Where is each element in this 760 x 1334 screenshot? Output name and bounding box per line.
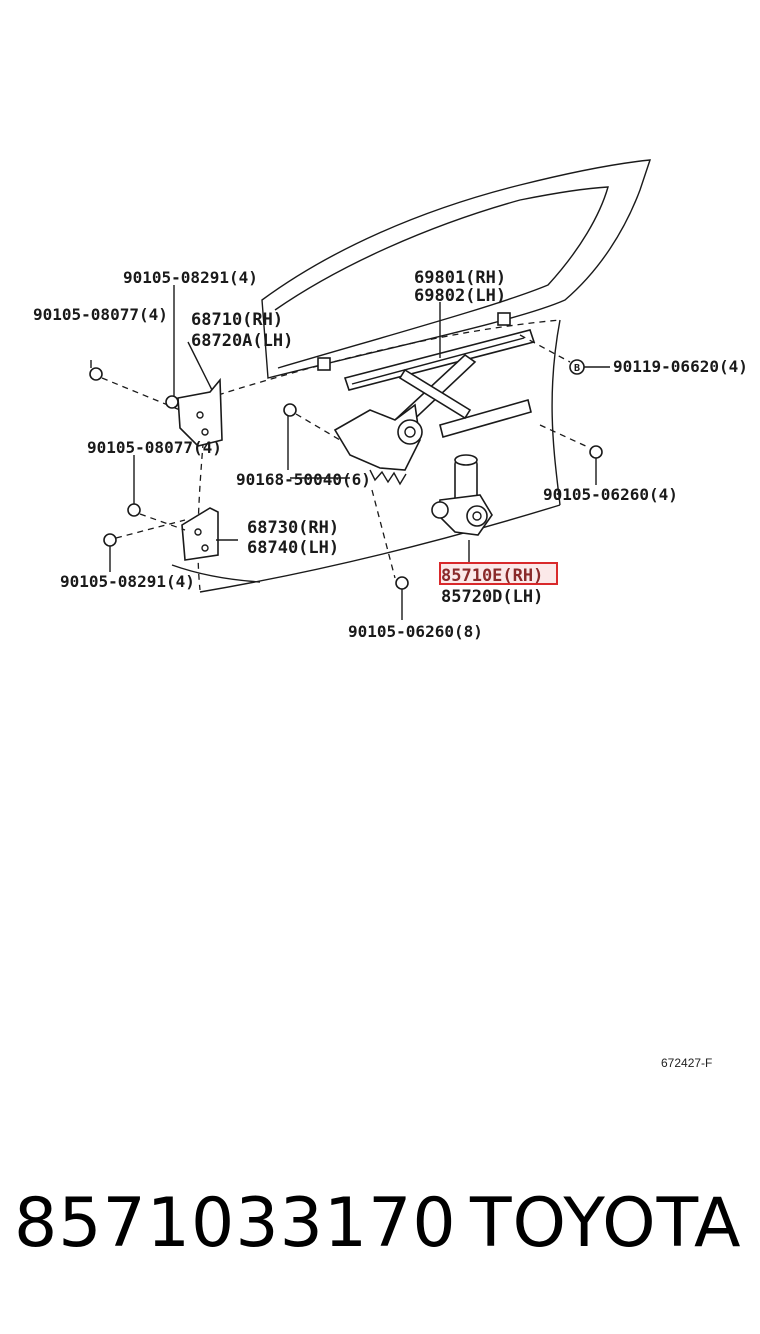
bolt-90105-06260-right <box>539 424 603 485</box>
label-90168-50040: 90168-50040(6) <box>236 470 371 489</box>
bolt-90105-08077-mid <box>127 455 186 531</box>
label-68740: 68740(LH) <box>247 538 339 558</box>
footer-part-number: 8571033170 <box>14 1184 457 1263</box>
callout-b-letter: B <box>574 363 580 374</box>
bolt-90105-06260-bottom <box>371 489 409 620</box>
glass-clips <box>317 312 511 371</box>
parts-diagram: B 90105-08291(4) 90105-08077(4) 68710(RH… <box>33 159 748 641</box>
bolt-90105-08291-top <box>165 285 179 409</box>
bolt-90168-50040 <box>283 403 341 470</box>
label-68710: 68710(RH) <box>191 310 283 330</box>
label-85720d: 85720D(LH) <box>441 587 543 607</box>
label-90105-08077-mid: 90105-08077(4) <box>87 438 222 457</box>
lower-hinge <box>181 507 219 561</box>
drawing-reference: 672427-F <box>661 1056 713 1070</box>
label-69801: 69801(RH) <box>414 268 506 288</box>
door-frame <box>171 319 561 593</box>
selected-part-highlight <box>439 562 558 585</box>
label-90119-06620: 90119-06620(4) <box>613 357 748 376</box>
footer-brand: TOYOTA <box>470 1184 742 1263</box>
label-90105-08291-top: 90105-08291(4) <box>123 268 258 287</box>
upper-hinge <box>177 377 223 447</box>
label-90105-06260-right: 90105-06260(4) <box>543 485 678 504</box>
bolt-90105-08291-bottom <box>103 519 186 572</box>
label-69802: 69802(LH) <box>414 286 506 306</box>
callout-b-symbol: B <box>569 359 585 375</box>
label-90105-08077-top: 90105-08077(4) <box>33 305 168 324</box>
window-regulator <box>333 329 536 486</box>
label-68730: 68730(RH) <box>247 518 339 538</box>
label-90105-08291-bottom: 90105-08291(4) <box>60 572 195 591</box>
leader-lines <box>187 302 610 565</box>
label-90105-06260-bottom: 90105-06260(8) <box>348 622 483 641</box>
label-68720a: 68720A(LH) <box>191 331 293 351</box>
label-85710e: 85710E(RH) <box>441 566 543 586</box>
door-glass <box>261 159 652 379</box>
regulator-motor <box>431 454 493 536</box>
